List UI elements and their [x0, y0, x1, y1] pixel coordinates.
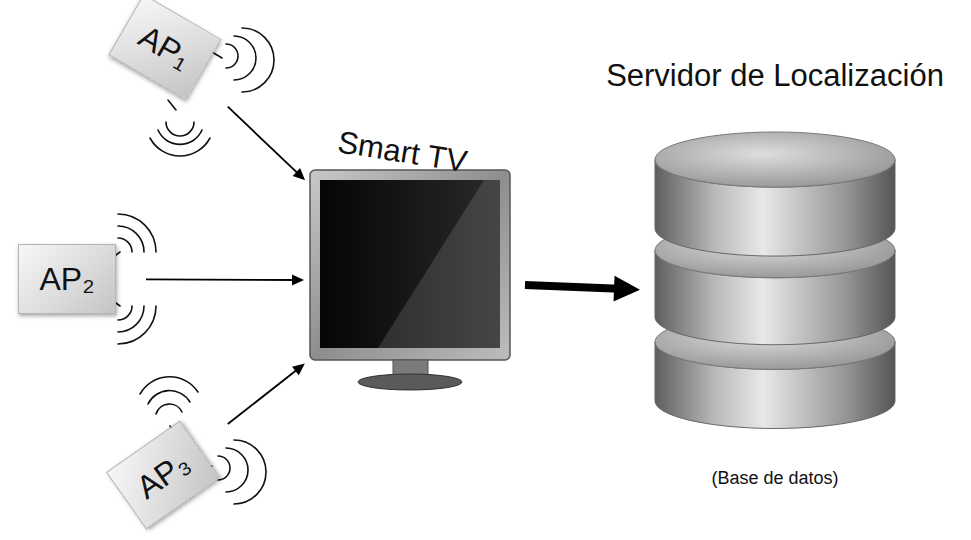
node-caption: (Base de datos)	[711, 468, 838, 489]
smart-tv: Smart TV	[308, 168, 513, 393]
tv-illustration	[308, 168, 513, 393]
access-point-box: AP₂	[18, 244, 116, 314]
arrow-connector	[228, 364, 305, 425]
node-title: Servidor de Localización	[606, 58, 944, 94]
database-cylinder	[650, 130, 900, 460]
arrow-connector	[525, 276, 640, 302]
arrow-connector	[146, 275, 304, 286]
arrow-connector	[228, 107, 305, 181]
access-point-label: AP₂	[39, 261, 94, 298]
access-point-box: AP₁	[109, 0, 222, 100]
access-point-box: AP₃	[106, 421, 220, 530]
access-point-label: AP₃	[130, 444, 197, 506]
access-point-label: AP₁	[133, 18, 198, 77]
database-server: Servidor de Localización(Base de datos)	[650, 130, 900, 460]
wave-arcs	[112, 28, 274, 504]
